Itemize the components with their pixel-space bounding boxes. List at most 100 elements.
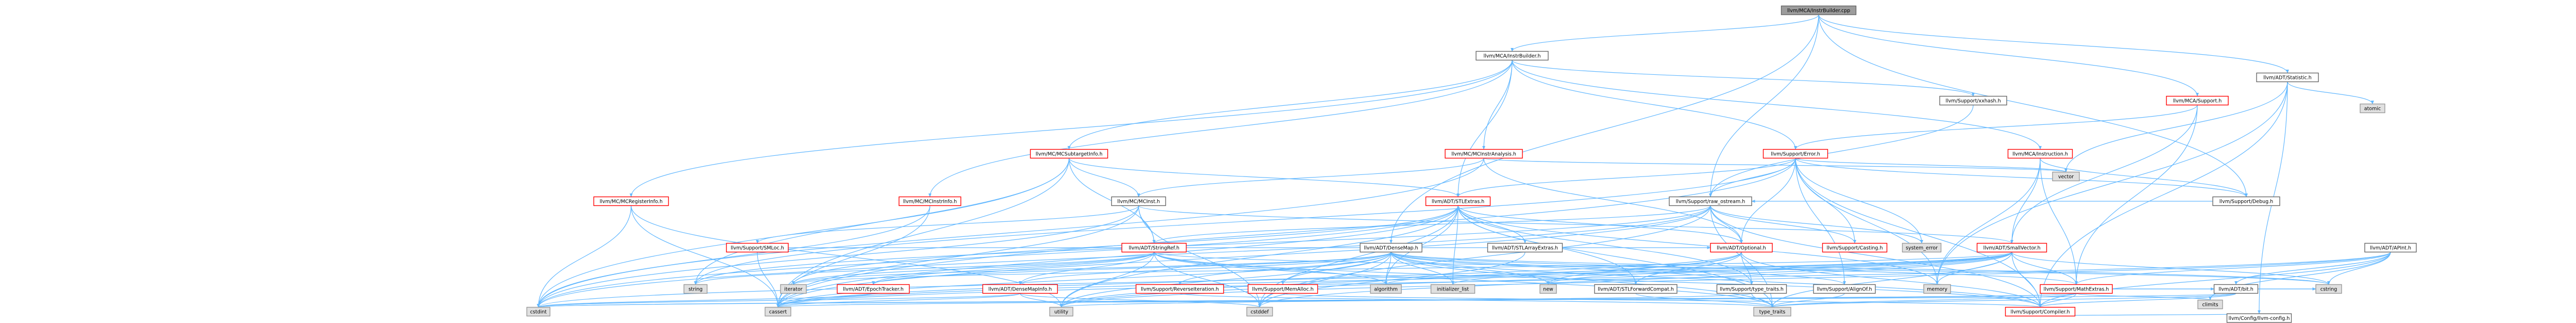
header-file-node[interactable]: llvm/MCA/InstrBuilder.h	[1476, 51, 1549, 61]
header-file-node[interactable]: llvm/ADT/bit.h	[2213, 284, 2259, 294]
node-label: cstddef	[1250, 310, 1269, 315]
header-file-node[interactable]: llvm/Support/type_traits.h	[1716, 284, 1787, 294]
header-file-node[interactable]: llvm/MCA/Instruction.h	[2007, 149, 2073, 159]
dependency-edge	[1391, 252, 2042, 308]
dependency-edge	[1060, 252, 2391, 308]
node-label: llvm/Support/MemAlloc.h	[1252, 287, 1313, 293]
header-file-node[interactable]: llvm/Support/MemAlloc.h	[1247, 284, 1318, 294]
header-file-node[interactable]: llvm/ADT/APInt.h	[2364, 243, 2417, 253]
header-file-node[interactable]: llvm/ADT/DenseMap.h	[1360, 243, 1422, 253]
node-label: initializer_list	[1437, 287, 1469, 293]
node-label: llvm/Support/Casting.h	[1827, 246, 1883, 251]
node-label: llvm/MC/MCSubtargetInfo.h	[1036, 152, 1103, 157]
header-file-node[interactable]: llvm/Config/llvm-config.h	[2226, 313, 2292, 323]
node-box	[1445, 149, 1523, 159]
dependency-edge	[1794, 105, 2198, 150]
header-file-node[interactable]: llvm/Support/Compiler.h	[2005, 306, 2076, 317]
node-label: llvm/MCA/InstrBuilder.cpp	[1787, 8, 1850, 14]
dependency-edge	[1818, 14, 2199, 97]
node-box	[683, 284, 708, 294]
system-header-node: string	[683, 284, 708, 294]
header-file-node[interactable]: llvm/ADT/STLForwardCompat.h	[1594, 284, 1677, 294]
dependency-edge	[776, 252, 2012, 308]
header-file-node[interactable]: llvm/Support/Debug.h	[2212, 196, 2280, 206]
dependency-edge	[1818, 14, 2289, 74]
dependency-edge	[1153, 205, 1711, 244]
node-box	[2360, 103, 2385, 114]
header-file-node[interactable]: llvm/ADT/StringRef.h	[1121, 243, 1187, 253]
dependency-edge	[1020, 293, 1063, 308]
dependency-edge	[776, 205, 1139, 308]
node-box	[1753, 306, 1791, 317]
node-box	[2315, 284, 2342, 294]
node-label: llvm/ADT/SmallVector.h	[1984, 246, 2041, 251]
node-label: llvm/Support/Debug.h	[2219, 199, 2273, 205]
system-header-node: cstring	[2315, 284, 2342, 294]
header-file-node[interactable]: llvm/Support/ReverseIteration.h	[1136, 284, 1224, 294]
header-file-node[interactable]: llvm/MCA/Support.h	[2166, 95, 2229, 106]
dependency-edge	[1138, 205, 1156, 244]
dependency-edge	[537, 293, 874, 308]
header-file-node[interactable]: llvm/ADT/STLExtras.h	[1425, 196, 1491, 206]
header-file-node[interactable]: llvm/ADT/Optional.h	[1710, 243, 1773, 253]
dependency-edge	[1771, 293, 1845, 308]
dependency-edge	[1067, 60, 1513, 150]
header-file-node[interactable]: llvm/Support/Error.h	[1762, 149, 1828, 159]
node-label: llvm/ADT/DenseMap.h	[1364, 246, 1418, 251]
dependency-edge	[1483, 158, 1743, 244]
dependency-edge	[1019, 251, 1392, 285]
header-file-node[interactable]: llvm/Support/raw_ostream.h	[1669, 196, 1752, 206]
node-label: llvm/ADT/bit.h	[2218, 287, 2253, 293]
dependency-edge	[776, 158, 1070, 308]
header-file-node[interactable]: llvm/ADT/SmallVector.h	[1976, 243, 2047, 253]
header-file-node[interactable]: llvm/MC/MCInst.h	[1111, 196, 1166, 206]
node-label: llvm/MCA/InstrBuilder.h	[1483, 54, 1540, 59]
node-layer: llvm/MCA/InstrBuilder.cpp llvm/MCA/InstrB…	[526, 5, 2417, 323]
header-file-node[interactable]: llvm/ADT/EpochTracker.h	[837, 284, 910, 294]
header-file-node[interactable]: llvm/ADT/DenseMapInfo.h	[982, 284, 1058, 294]
dependency-edge	[1795, 158, 2042, 308]
node-label: llvm/ADT/DenseMapInfo.h	[988, 287, 1052, 293]
dependency-edge	[1458, 205, 1743, 244]
node-label: llvm/ADT/EpochTracker.h	[843, 287, 904, 293]
dependency-edge	[2011, 252, 2042, 308]
dependency-edge	[1741, 252, 1753, 285]
dependency-edge	[2039, 293, 2236, 308]
system-header-node: climits	[2197, 299, 2223, 310]
system-header-node: cassert	[765, 306, 791, 317]
node-box	[1813, 284, 1876, 294]
header-file-node[interactable]: llvm/Support/xxhash.h	[1939, 95, 2007, 106]
dependency-edge	[792, 251, 2012, 285]
node-label: llvm/ADT/STLArrayExtras.h	[1492, 246, 1558, 251]
dependency-edge	[1451, 205, 1459, 285]
node-box	[837, 284, 910, 294]
header-file-node[interactable]: llvm/Support/MathExtras.h	[2040, 284, 2113, 294]
system-header-node: algorithm	[1370, 284, 1402, 294]
node-label: llvm/ADT/Statistic.h	[2263, 75, 2312, 81]
dependency-edge	[537, 205, 1711, 308]
dependency-edge	[630, 60, 1513, 198]
node-box	[1476, 51, 1549, 61]
node-box	[1121, 243, 1187, 253]
dependency-edge	[792, 251, 1392, 285]
dependency-edge	[537, 205, 1139, 308]
header-file-node[interactable]: llvm/MC/MCSubtargetInfo.h	[1030, 149, 1108, 159]
dependency-edge	[1458, 205, 1939, 285]
node-box	[1370, 284, 1402, 294]
dependency-edge	[1391, 252, 1550, 285]
header-file-node[interactable]: llvm/Support/SMLoc.h	[726, 243, 789, 253]
node-box	[593, 196, 669, 206]
node-label: cstring	[2320, 287, 2337, 293]
header-file-node[interactable]: llvm/MC/MCInstrInfo.h	[899, 196, 961, 206]
header-file-node[interactable]: llvm/MC/MCRegisterInfo.h	[593, 196, 669, 206]
dependency-edge	[1154, 252, 1774, 308]
dependency-edge	[2234, 252, 2391, 285]
system-header-node: system_error	[1902, 243, 1942, 253]
header-file-node[interactable]: llvm/Support/AlignOf.h	[1813, 284, 1876, 294]
header-file-node[interactable]: llvm/Support/Casting.h	[1822, 243, 1888, 253]
header-file-node[interactable]: llvm/MC/MCInstrAnalysis.h	[1445, 149, 1523, 159]
dependency-edge	[1451, 251, 2012, 285]
header-file-node[interactable]: llvm/ADT/STLArrayExtras.h	[1487, 243, 1563, 253]
header-file-node[interactable]: llvm/ADT/Statistic.h	[2256, 72, 2319, 83]
system-header-node: atomic	[2360, 103, 2385, 114]
